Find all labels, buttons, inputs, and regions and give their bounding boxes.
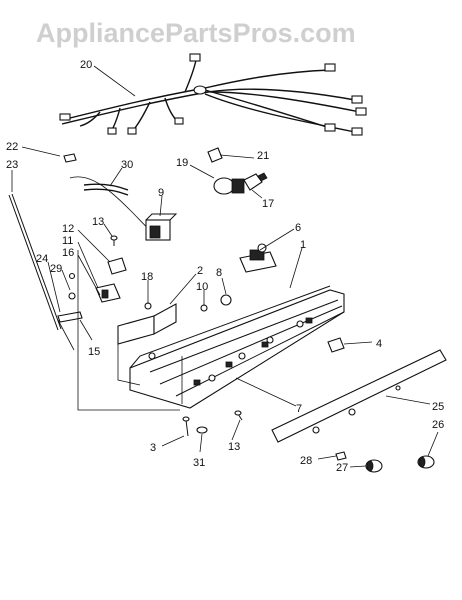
lamp-assembly	[207, 147, 268, 195]
control-knob-piece	[95, 257, 127, 303]
damper-bracket	[57, 272, 83, 323]
callout-10: 10	[196, 281, 208, 293]
callout-31: 31	[193, 457, 205, 469]
clip-part	[63, 153, 77, 163]
callout-21: 21	[257, 150, 269, 162]
callout-2: 2	[197, 265, 203, 277]
callout-16: 16	[62, 247, 74, 259]
callout-30: 30	[121, 159, 133, 171]
callout-1: 1	[300, 239, 306, 251]
callout-6: 6	[295, 222, 301, 234]
callout-3: 3	[150, 442, 156, 454]
callout-7: 7	[296, 403, 302, 415]
screws	[110, 235, 243, 437]
control-switch	[145, 213, 178, 241]
callout-26: 26	[432, 419, 444, 431]
rod-part	[8, 194, 59, 331]
callout-17: 17	[262, 198, 274, 210]
reference-lines	[57, 250, 183, 411]
callout-8: 8	[216, 267, 222, 279]
callout-13-upper: 13	[92, 216, 104, 228]
callout-29: 29	[50, 263, 62, 275]
leader-lines	[11, 65, 439, 468]
thermostat-part	[239, 243, 277, 273]
knob-parts	[335, 451, 435, 473]
callout-11: 11	[62, 235, 73, 247]
wire-harness	[59, 53, 367, 136]
mounting-clip	[327, 337, 345, 353]
callout-22: 22	[6, 141, 18, 153]
callout-13-lower: 13	[228, 441, 240, 453]
callout-20: 20	[80, 59, 92, 71]
callout-27: 27	[336, 462, 348, 474]
control-panel-front	[271, 349, 447, 443]
watermark-text: AppliancePartsPros.com	[36, 18, 356, 48]
callout-4: 4	[376, 338, 382, 350]
callout-19: 19	[176, 157, 188, 169]
callout-23: 23	[6, 159, 18, 171]
callout-labels: 20 22 23 30 19 21 17 9 13 12 11 16 24 29…	[6, 59, 444, 474]
callout-28: 28	[300, 455, 312, 467]
control-housing	[129, 285, 345, 409]
callout-24: 24	[36, 253, 48, 265]
callout-9: 9	[158, 187, 164, 199]
callout-18: 18	[141, 271, 153, 283]
tube-part	[83, 183, 129, 191]
callout-12: 12	[62, 223, 74, 235]
callout-25: 25	[432, 401, 444, 413]
callout-15: 15	[88, 346, 100, 358]
